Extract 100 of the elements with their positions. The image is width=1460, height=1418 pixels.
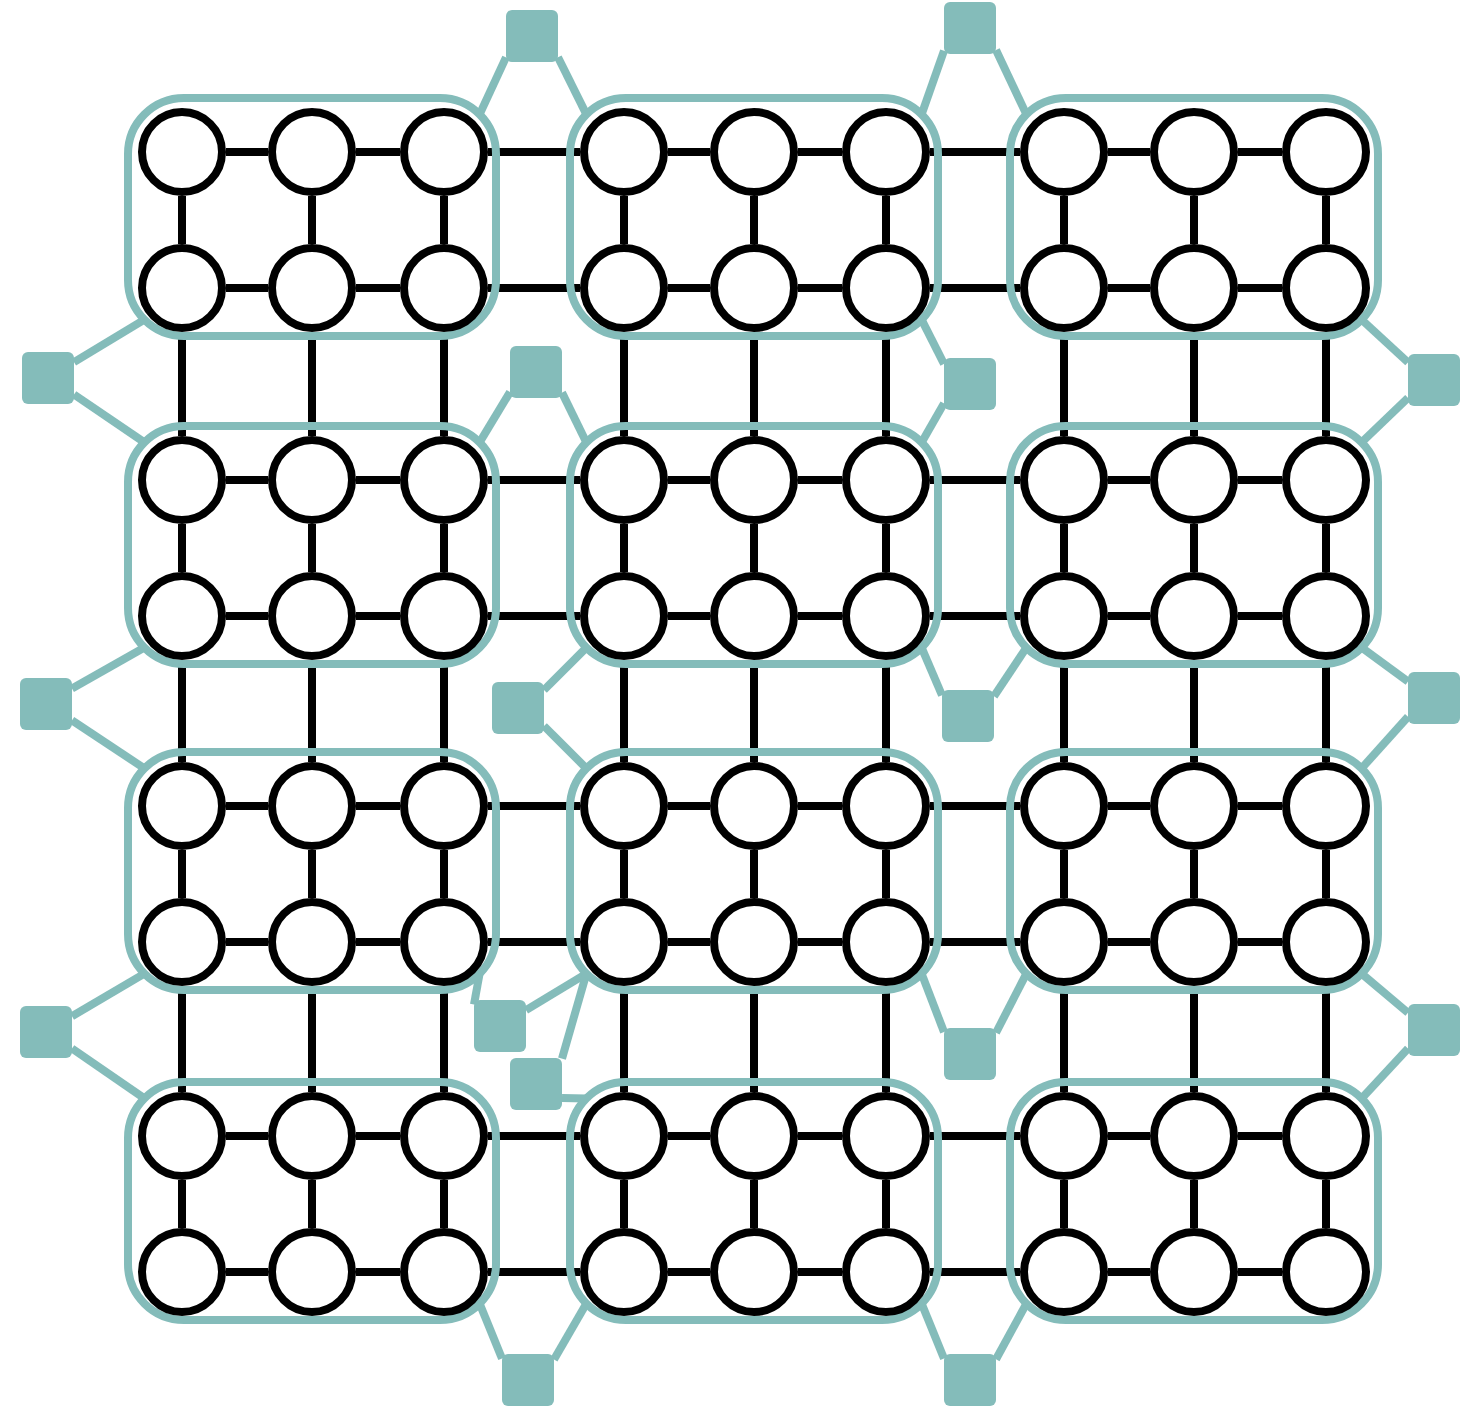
- square-node: [1408, 354, 1460, 406]
- connector-line: [882, 1180, 890, 1228]
- connector-line: [1238, 802, 1282, 810]
- connector-line: [558, 390, 590, 445]
- connector-line: [882, 196, 890, 244]
- connector-line: [541, 723, 590, 772]
- connector-line: [1358, 714, 1411, 772]
- square-node: [506, 10, 558, 62]
- connector-line: [668, 476, 710, 484]
- connector-line: [668, 612, 710, 620]
- connector-line: [226, 1132, 268, 1140]
- connector-line: [440, 196, 448, 244]
- connector-line: [1190, 196, 1198, 244]
- connector-line: [930, 284, 1020, 292]
- connector-line: [226, 938, 268, 946]
- connector-line: [798, 148, 842, 156]
- connector-line: [1358, 1045, 1411, 1102]
- connector-line: [1238, 476, 1282, 484]
- connector-line: [178, 850, 186, 898]
- connector-line: [488, 284, 580, 292]
- connector-line: [620, 850, 628, 898]
- connector-line: [356, 938, 400, 946]
- connector-line: [356, 148, 400, 156]
- group-box: [124, 94, 500, 340]
- connector-line: [178, 196, 186, 244]
- connector-line: [1238, 612, 1282, 620]
- connector-line: [1060, 850, 1068, 898]
- connector-line: [620, 196, 628, 244]
- connector-line: [69, 717, 147, 772]
- connector-line: [308, 524, 316, 572]
- connector-line: [882, 524, 890, 572]
- connector-line: [308, 850, 316, 898]
- connector-line: [356, 802, 400, 810]
- group-box: [124, 748, 500, 994]
- connector-line: [308, 196, 316, 244]
- connector-line: [930, 1268, 1020, 1276]
- connector-line: [554, 55, 590, 117]
- connector-line: [798, 802, 842, 810]
- group-box: [566, 1078, 942, 1324]
- group-box: [124, 1078, 500, 1324]
- connector-line: [1358, 395, 1411, 446]
- square-node: [942, 690, 994, 742]
- connector-line: [488, 938, 580, 946]
- connector-line: [488, 1268, 580, 1276]
- connector-line: [440, 1180, 448, 1228]
- connector-line: [1238, 284, 1282, 292]
- connector-line: [918, 401, 948, 445]
- connector-line: [798, 284, 842, 292]
- connector-line: [1108, 612, 1150, 620]
- connector-line: [930, 476, 1020, 484]
- connector-line: [71, 391, 147, 446]
- connector-line: [475, 55, 510, 117]
- connector-line: [668, 1268, 710, 1276]
- connector-line: [668, 284, 710, 292]
- connector-line: [356, 476, 400, 484]
- connector-line: [488, 148, 580, 156]
- connector-line: [1322, 196, 1330, 244]
- connector-line: [440, 524, 448, 572]
- connector-line: [930, 148, 1020, 156]
- connector-line: [1108, 802, 1150, 810]
- connector-line: [226, 802, 268, 810]
- group-box: [566, 94, 942, 340]
- connector-line: [488, 802, 580, 810]
- square-node: [510, 1058, 562, 1110]
- square-node: [944, 2, 996, 54]
- group-box: [124, 422, 500, 668]
- connector-line: [930, 802, 1020, 810]
- connector-line: [882, 850, 890, 898]
- connector-line: [798, 938, 842, 946]
- connector-line: [620, 1180, 628, 1228]
- square-node: [20, 678, 72, 730]
- connector-line: [1060, 524, 1068, 572]
- connector-line: [1238, 938, 1282, 946]
- connector-line: [1238, 1268, 1282, 1276]
- connector-line: [356, 612, 400, 620]
- connector-line: [750, 524, 758, 572]
- connector-line: [226, 284, 268, 292]
- square-node: [1408, 672, 1460, 724]
- connector-line: [178, 524, 186, 572]
- square-node: [944, 1354, 996, 1406]
- connector-line: [990, 645, 1030, 699]
- connector-line: [1322, 524, 1330, 572]
- connector-line: [798, 1268, 842, 1276]
- connector-line: [668, 1132, 710, 1140]
- square-node: [474, 1000, 526, 1052]
- group-box: [566, 422, 942, 668]
- square-node: [510, 346, 562, 398]
- connector-line: [992, 48, 1030, 117]
- connector-line: [561, 1093, 587, 1103]
- connector-line: [308, 1180, 316, 1228]
- connector-line: [488, 476, 580, 484]
- connector-line: [668, 148, 710, 156]
- connector-line: [1060, 196, 1068, 244]
- connector-line: [476, 390, 514, 445]
- connector-line: [750, 850, 758, 898]
- connector-line: [750, 1180, 758, 1228]
- square-node: [22, 352, 74, 404]
- group-box: [1006, 422, 1382, 668]
- connector-line: [1108, 476, 1150, 484]
- square-node: [1408, 1004, 1460, 1056]
